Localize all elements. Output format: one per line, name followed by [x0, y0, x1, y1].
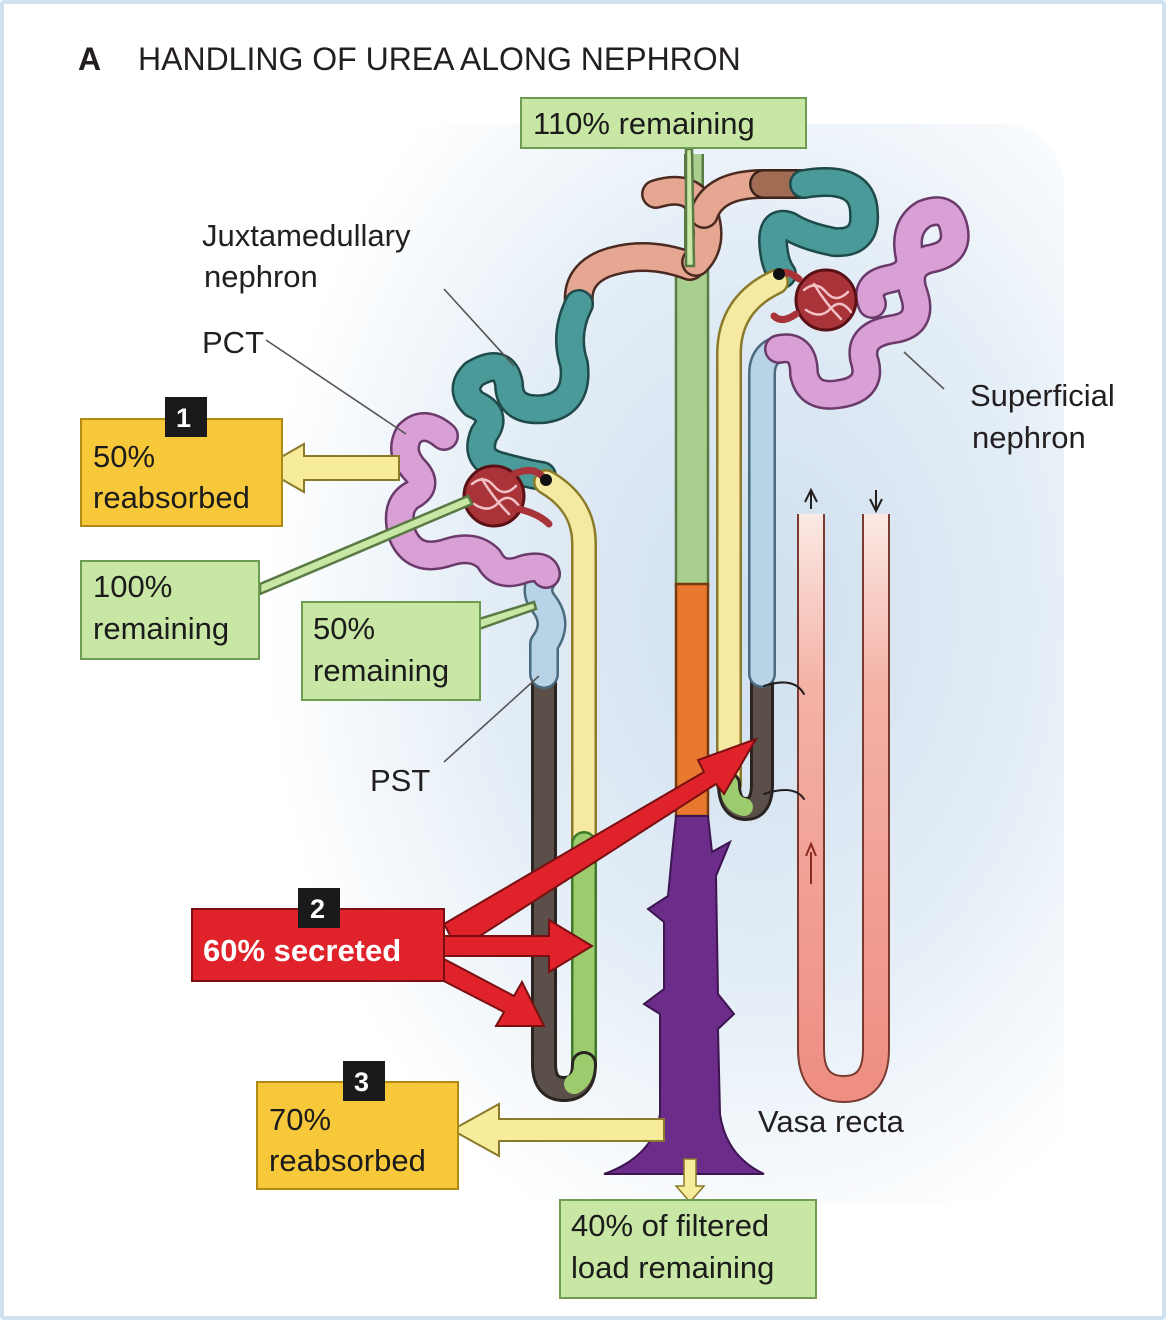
final-line2: load remaining: [571, 1250, 774, 1285]
step1-number-badge: [165, 397, 207, 437]
reabsorption-arrow-3: [449, 1102, 665, 1158]
final-line1: 40% of filtered: [571, 1208, 769, 1243]
pst-label: PST: [370, 763, 430, 798]
step3-line1: 70%: [269, 1102, 331, 1137]
step3-box: 3 70% reabsorbed: [256, 1061, 459, 1190]
step1-line2: reabsorbed: [93, 480, 250, 515]
step2-number-badge: [298, 888, 340, 928]
step2-number: 2: [310, 894, 325, 924]
remaining-100-box: 100% remaining: [80, 560, 260, 660]
juxtamedullary-label-line1: Juxtamedullary: [202, 218, 411, 253]
step1-line1: 50%: [93, 439, 155, 474]
remaining-100-line1: 100%: [93, 569, 172, 604]
remaining-100-line2: remaining: [93, 611, 229, 646]
vasa-recta-label: Vasa recta: [758, 1104, 905, 1139]
superficial-nephron: [716, 167, 970, 821]
vasa-recta: [797, 487, 890, 1104]
step1-number: 1: [176, 403, 191, 433]
connecting-tubules: [563, 169, 819, 319]
step1-box: 1 50% reabsorbed: [80, 397, 283, 527]
step2-line1: 60% secreted: [203, 933, 401, 968]
figure-title: HANDLING OF UREA ALONG NEPHRON: [138, 41, 741, 77]
step3-line2: reabsorbed: [269, 1143, 426, 1178]
panel-letter: A: [78, 41, 101, 77]
superficial-label-line2: nephron: [972, 420, 1086, 455]
step3-number: 3: [354, 1067, 369, 1097]
top-remaining-box: 110% remaining: [520, 97, 807, 149]
vasa-recta-down-arrow: [869, 498, 883, 514]
remaining-50-line2: remaining: [313, 653, 449, 688]
remaining-50-box: 50% remaining: [301, 601, 481, 701]
pct-label: PCT: [202, 325, 264, 360]
step3-number-badge: [343, 1061, 385, 1101]
leader-lines: [265, 288, 945, 763]
juxtamedullary-label-line2: nephron: [204, 259, 318, 294]
top-remaining-text: 110% remaining: [533, 106, 755, 141]
step2-box: 2 60% secreted: [191, 888, 445, 982]
superficial-label-line1: Superficial: [970, 378, 1115, 413]
secretion-arrows: [432, 737, 759, 1027]
outflow-arrow: [674, 1158, 706, 1204]
final-remaining-box: 40% of filtered load remaining: [559, 1199, 817, 1299]
remaining-50-line1: 50%: [313, 611, 375, 646]
